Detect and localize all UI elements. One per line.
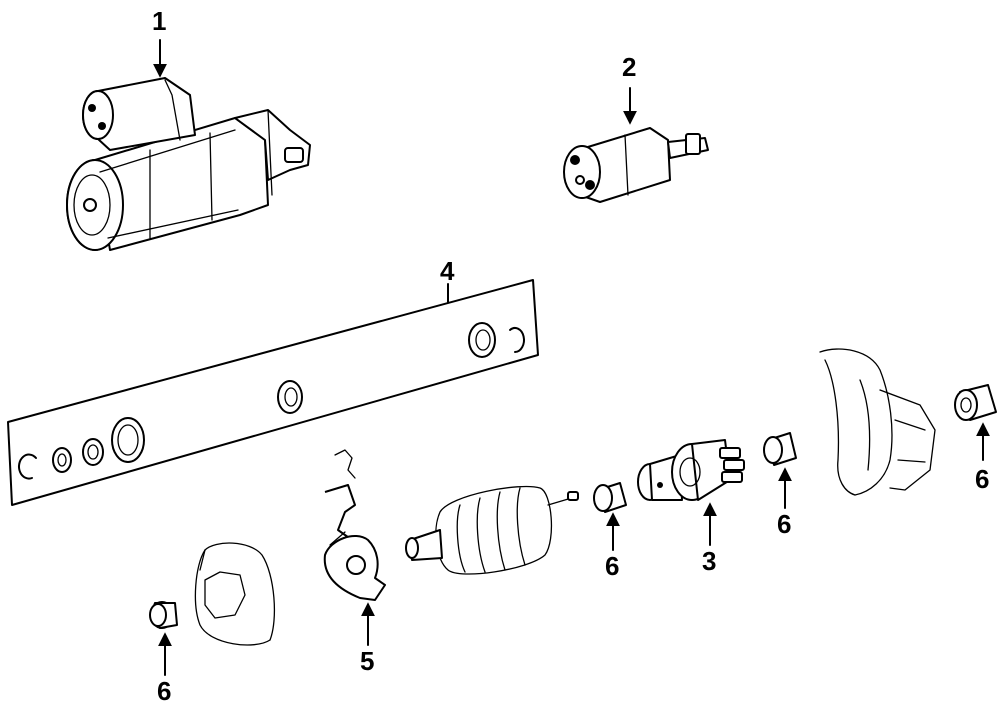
callout-2: 2: [622, 52, 636, 82]
callout-6c: 6: [777, 509, 791, 539]
bushing-6b-drawing: [593, 482, 627, 513]
drive-gear-drawing: [637, 439, 745, 501]
solenoid-drawing: [563, 127, 709, 203]
callout-5: 5: [360, 646, 374, 676]
callout-3: 3: [702, 546, 716, 576]
seal-kit-panel: [7, 279, 539, 506]
end-cover-drawing: [194, 542, 276, 646]
armature-drawing: [405, 485, 579, 575]
brush-holder-drawing: [323, 449, 386, 601]
callout-6b: 6: [605, 551, 619, 581]
callout-4: 4: [440, 256, 455, 286]
callout-1: 1: [152, 6, 166, 36]
callout-6d: 6: [975, 464, 989, 494]
bushing-6a-drawing: [149, 601, 178, 629]
drive-end-housing-drawing: [819, 348, 936, 496]
bushing-6d-drawing: [954, 384, 997, 421]
callout-6a: 6: [157, 676, 171, 705]
starter-motor-drawing: [66, 77, 311, 251]
bushing-6c-drawing: [763, 432, 797, 466]
